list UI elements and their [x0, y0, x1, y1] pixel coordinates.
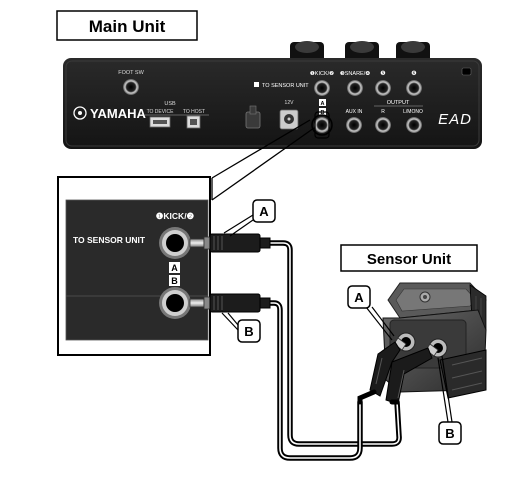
aux-in-label: AUX IN — [346, 109, 363, 115]
security-slot — [461, 67, 472, 76]
svg-text:Sensor Unit: Sensor Unit — [367, 251, 451, 268]
to-device-label: TO DEVICE — [147, 109, 175, 115]
jack-output-r — [375, 117, 391, 133]
jack-6-label: ❻ — [411, 70, 416, 77]
sensor-unit-icon — [254, 82, 259, 87]
cable-a — [267, 240, 402, 447]
plug-b — [189, 293, 271, 313]
svg-text:B: B — [445, 426, 454, 441]
zoom-jack-label: ❶KICK/❷ — [156, 211, 195, 221]
sensor-cable-bends — [357, 389, 400, 405]
svg-text:A: A — [321, 101, 325, 107]
jack-snare-label: ❸SNARE/❹ — [340, 70, 370, 77]
port-a-marker — [319, 99, 326, 106]
svg-text:A: A — [354, 290, 364, 305]
svg-text:YAMAHA: YAMAHA — [90, 106, 146, 121]
foot-sw-label: FOOT SW — [118, 70, 144, 76]
output-label: OUTPUT — [387, 100, 410, 106]
svg-text:A: A — [171, 263, 178, 273]
zoom-panel: ❶KICK/❷ TO SENSOR UNIT A B — [57, 176, 211, 356]
jack-5 — [375, 80, 391, 96]
jack-snare — [347, 80, 363, 96]
jack-kick-a — [314, 80, 330, 96]
top-knobs — [290, 41, 430, 62]
sensor-unit-title: Sensor Unit — [340, 244, 478, 272]
jack-kick-b — [314, 117, 330, 133]
zoom-port-a-marker — [169, 262, 180, 273]
cable-hook — [245, 105, 261, 129]
dc-in-label: 12V — [285, 100, 295, 106]
plug-a — [189, 233, 271, 253]
usb-label: USB — [164, 101, 176, 107]
main-unit-title: Main Unit — [56, 10, 198, 41]
jack-kick-label: ❶KICK/❷ — [310, 70, 334, 77]
zoom-to-sensor-unit-label: TO SENSOR UNIT — [73, 235, 146, 245]
jack-6 — [406, 80, 422, 96]
to-sensor-unit-label: TO SENSOR UNIT — [262, 83, 309, 89]
svg-text:A: A — [259, 204, 269, 219]
to-host-label: TO HOST — [183, 109, 205, 115]
jack-5-label: ❺ — [380, 70, 385, 77]
output-lmono-label: L/MONO — [403, 109, 423, 115]
output-r-label: R — [381, 109, 385, 115]
zoom-leader-lines — [211, 111, 333, 201]
svg-text:Main Unit: Main Unit — [89, 17, 166, 36]
svg-text:B: B — [171, 276, 178, 286]
callout-a-sensor: A — [347, 285, 395, 341]
foot-sw-jack — [123, 79, 139, 95]
callout-b-zoom: B — [221, 312, 261, 343]
callout-b-sensor: B — [437, 355, 462, 445]
svg-text:B: B — [321, 110, 325, 116]
jack-output-lmono — [406, 117, 422, 133]
yamaha-logo: YAMAHA — [73, 106, 146, 121]
svg-text:B: B — [244, 324, 253, 339]
callout-a-zoom: A — [223, 199, 276, 237]
sensor-plug-a — [369, 337, 407, 397]
zoom-port-b-marker — [169, 275, 180, 286]
cable-b — [267, 300, 363, 461]
ead-logo: EAD — [438, 111, 472, 128]
main-unit-rear-panel: FOOT SW YAMAHA USB TO DEVICE TO HOST 12V… — [63, 41, 482, 149]
jack-aux-in — [346, 117, 362, 133]
